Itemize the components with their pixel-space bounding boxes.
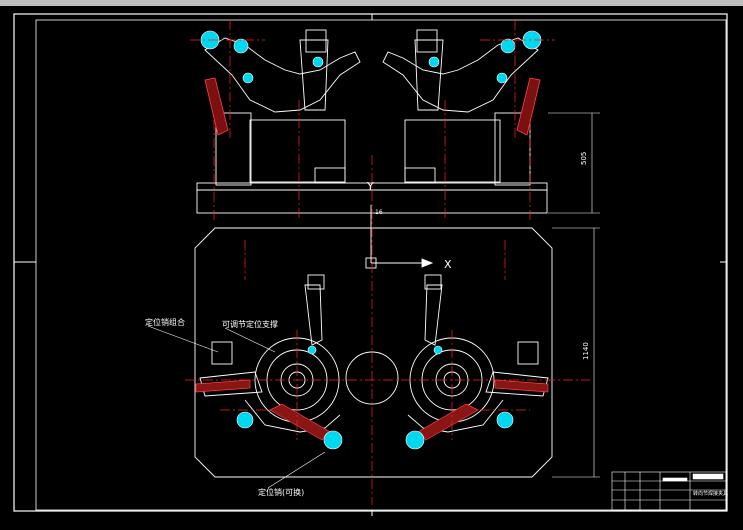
- link-arms-plan: [195, 379, 549, 441]
- plan-view: [194, 205, 553, 478]
- centerlines-plan: [185, 155, 590, 505]
- note-positioning-pin-group: 定位销组合: [145, 317, 185, 327]
- clamp-points-top: [200, 30, 542, 84]
- leader-lines: [147, 325, 326, 489]
- note-adjustable-support: 可调节定位支撑: [222, 319, 278, 329]
- dimension-label-plan: 1140: [582, 342, 590, 360]
- dimension-plan-view: [552, 227, 600, 478]
- title-block: [611, 471, 727, 511]
- window-top-bar: [0, 0, 743, 6]
- axis-x-label: X: [444, 258, 452, 271]
- dimension-label-top: 505: [580, 152, 588, 165]
- title-block-title: 转向节焊接夹具: [693, 490, 728, 497]
- centerlines-top: [190, 20, 555, 220]
- note-replaceable-pin: 定位销(可换): [258, 487, 304, 497]
- dimension-label-small: 16: [375, 209, 383, 216]
- outer-frame: [13, 13, 728, 512]
- inner-frame: [35, 19, 727, 511]
- cad-drawing-canvas[interactable]: 505: [0, 6, 743, 530]
- dimension-top-view: [548, 112, 600, 214]
- base-plate-plan: [194, 227, 553, 478]
- axis-y-label: Y: [366, 180, 374, 193]
- support-brackets-top: [204, 77, 541, 136]
- clamp-points-plan: [236, 345, 514, 450]
